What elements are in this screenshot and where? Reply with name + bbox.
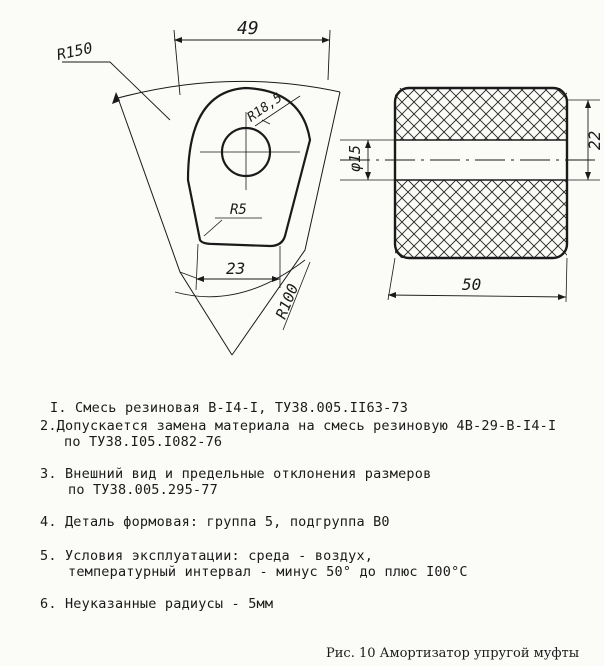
note-2-line2: по ТУ38.I05.I082-76 — [64, 434, 223, 450]
note-5-line2: температурный интервал - минус 50° до пл… — [68, 564, 468, 580]
note-3-line1: 3. Внешний вид и предельные отклонения р… — [40, 466, 432, 482]
dim-r100: R100 — [272, 281, 302, 321]
note-1-line1: I. Смесь резиновая В-I4-I, ТУ38.005.II63… — [50, 400, 409, 416]
note-6: 6. Неуказанные радиусы - 5мм — [40, 596, 273, 612]
note-3-line2: по ТУ38.005.295-77 — [68, 482, 218, 498]
part-outline — [186, 86, 312, 248]
note-5-line1: 5. Условия эксплуатации: среда - воздух, — [40, 548, 374, 564]
front-view — [62, 29, 341, 356]
note-6-line1: 6. Неуказанные радиусы - 5мм — [40, 596, 274, 612]
side-view — [340, 86, 600, 303]
dim-22: 22 — [585, 131, 604, 150]
dim-d15: φ15 — [346, 145, 364, 172]
note-4-line1: 4. Деталь формовая: группа 5, подгруппа … — [40, 514, 390, 530]
dim-r18-5: R18,5 — [245, 90, 286, 125]
note-3: 3. Внешний вид и предельные отклонения р… — [40, 466, 431, 498]
dim-23: 23 — [226, 259, 245, 278]
dim-r150: R150 — [55, 39, 94, 64]
r150-arc — [117, 80, 341, 99]
figure-caption: Рис. 10 Амортизатор упругой муфты — [326, 646, 580, 661]
note-2-line1: 2.Допускается замена материала на смесь … — [40, 418, 557, 434]
note-1: I. Смесь резиновая В-I4-I, ТУ38.005.II63… — [50, 400, 408, 416]
dim-50: 50 — [462, 275, 481, 294]
r150-leader — [62, 61, 171, 121]
note-2: 2.Допускается замена материала на смесь … — [40, 418, 556, 450]
section-lower — [395, 180, 567, 258]
section-upper — [395, 88, 567, 140]
section-outline — [393, 86, 569, 260]
note-4: 4. Деталь формовая: группа 5, подгруппа … — [40, 514, 390, 530]
technical-drawing: R150 49 R18,5 R5 23 R100 φ15 22 50 — [55, 18, 604, 356]
dim-49: 49 — [237, 18, 259, 39]
note-5: 5. Условия эксплуатации: среда - воздух,… — [40, 548, 468, 580]
dim-r5: R5 — [230, 202, 247, 218]
